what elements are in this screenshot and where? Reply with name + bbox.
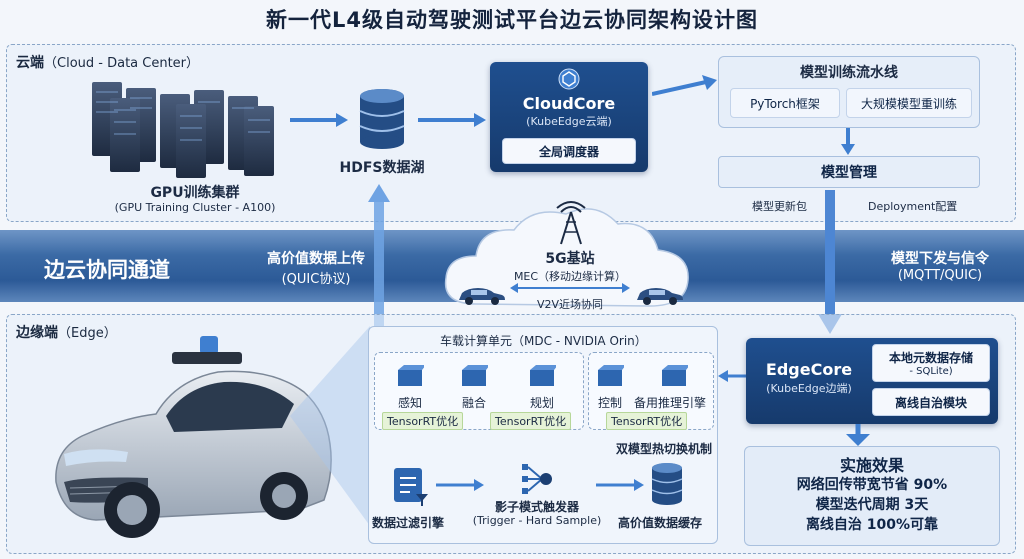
compute-unit-label: 车载计算单元（MDC - NVIDIA Orin）	[440, 334, 647, 348]
perception-label: 感知	[398, 396, 423, 410]
arrow-hdfs-to-cloudcore	[418, 113, 486, 127]
control-label: 控制	[598, 396, 623, 410]
shadow-trigger-icon	[522, 464, 552, 494]
arrow-gpu-to-hdfs	[290, 113, 348, 127]
arrow-filter-to-shadow	[436, 479, 484, 491]
model-management-box[interactable]: 模型管理	[718, 156, 980, 188]
cache-label: 高价值数据缓存	[618, 516, 703, 530]
hot-swap-label: 双模型热切换机制	[616, 442, 713, 456]
arrow-shadow-to-cache	[596, 479, 644, 491]
downlink-title: 模型下发与信令	[891, 251, 989, 267]
arrow-pipeline-to-model-mgmt	[841, 128, 855, 155]
filter-engine-icon	[394, 468, 428, 506]
car-icon-right	[637, 288, 683, 305]
pytorch-chip[interactable]: PyTorch框架	[730, 88, 840, 118]
edgecore-sub: (KubeEdge边端)	[766, 382, 852, 395]
planning-module-icon	[530, 365, 556, 386]
database-icon	[359, 89, 405, 149]
pipeline-title: 模型训练流水线	[800, 65, 898, 81]
retrain-chip[interactable]: 大规模模型重训练	[846, 88, 972, 118]
results-panel	[744, 446, 1000, 546]
tensorrt-tag-3: TensorRT优化	[606, 412, 688, 430]
station-title: 5G基站	[545, 251, 595, 267]
fusion-module-icon	[462, 365, 488, 386]
gpu-cluster-illustration	[92, 82, 274, 178]
kubeedge-logo-icon	[558, 68, 580, 90]
cloud-zone-label-sub: （Cloud - Data Center）	[44, 56, 200, 71]
uplink-title: 高价值数据上传	[267, 251, 365, 267]
autonomous-car-illustration	[55, 336, 332, 538]
server-rack-icon	[92, 82, 274, 178]
planning-label: 规划	[530, 396, 555, 410]
page-title: 新一代L4级自动驾驶测试平台边云协同架构设计图	[266, 8, 758, 32]
shadow-trigger-title: 影子模式触发器	[494, 500, 579, 514]
v2v-label: V2V近场协同	[536, 298, 604, 311]
car-icon-left	[459, 288, 505, 305]
scheduler-button[interactable]: 全局调度器	[502, 138, 636, 164]
offline-autonomy-module[interactable]: 离线自治模块	[872, 388, 990, 416]
results-title: 实施效果	[839, 456, 904, 475]
local-metadata-store[interactable]: 本地元数据存储 - SQLite)	[872, 344, 990, 382]
station-sub: MEC（移动边缘计算）	[513, 270, 627, 283]
edge-zone-label-sub: （Edge）	[58, 326, 117, 341]
edgecore-title: EdgeCore	[765, 360, 853, 379]
arrow-edgecore-to-results	[846, 424, 870, 446]
results-line-2: 模型迭代周期 3天	[815, 497, 929, 513]
tensorrt-tag-1: TensorRT优化	[382, 412, 464, 430]
channel-label: 边云协同通道	[44, 258, 170, 282]
results-line-1: 网络回传带宽节省 90%	[796, 477, 948, 493]
tower-icon	[556, 201, 586, 245]
control-module-icon	[598, 365, 624, 386]
tensorrt-tag-2: TensorRT优化	[490, 412, 572, 430]
v2v-arrow	[510, 283, 630, 293]
shadow-trigger-sub: (Trigger - Hard Sample)	[472, 514, 602, 527]
arrow-edgecore-to-compute	[718, 370, 746, 382]
local-store-sub: - SQLite)	[909, 366, 953, 377]
cloud-shape	[444, 208, 689, 307]
cache-database-icon	[651, 463, 683, 505]
arrow-cloudcore-to-pipeline	[652, 75, 717, 96]
backup-engine-icon	[662, 365, 688, 386]
hdfs-label: HDFS数据湖	[339, 160, 425, 176]
callout-cone	[290, 326, 370, 526]
deployment-config-label: Deployment配置	[868, 200, 958, 213]
edge-zone-label: 边缘端（Edge）	[16, 322, 117, 342]
gpu-cluster-title: GPU训练集群	[150, 185, 240, 201]
filter-engine-label: 数据过滤引擎	[372, 516, 445, 530]
results-line-3: 离线自治 100%可靠	[805, 517, 939, 533]
uplink-sub: (QUIC协议)	[281, 272, 351, 287]
update-package-label: 模型更新包	[752, 200, 807, 213]
cloud-zone-label: 云端（Cloud - Data Center）	[16, 52, 199, 72]
fusion-label: 融合	[462, 396, 487, 410]
cloudcore-sub: (KubeEdge云端)	[526, 115, 612, 128]
local-store-title: 本地元数据存储	[888, 351, 973, 365]
cloud-zone-label-main: 云端	[16, 55, 44, 71]
perception-module-icon	[398, 365, 424, 386]
downlink-sub: (MQTT/QUIC)	[897, 268, 983, 283]
gpu-cluster-sub: (GPU Training Cluster - A100)	[114, 201, 276, 214]
uplink-arrow	[368, 184, 390, 344]
cloudcore-title: CloudCore	[522, 94, 616, 113]
backup-engine-label: 备用推理引擎	[634, 396, 707, 410]
edge-zone-label-main: 边缘端	[16, 325, 58, 341]
